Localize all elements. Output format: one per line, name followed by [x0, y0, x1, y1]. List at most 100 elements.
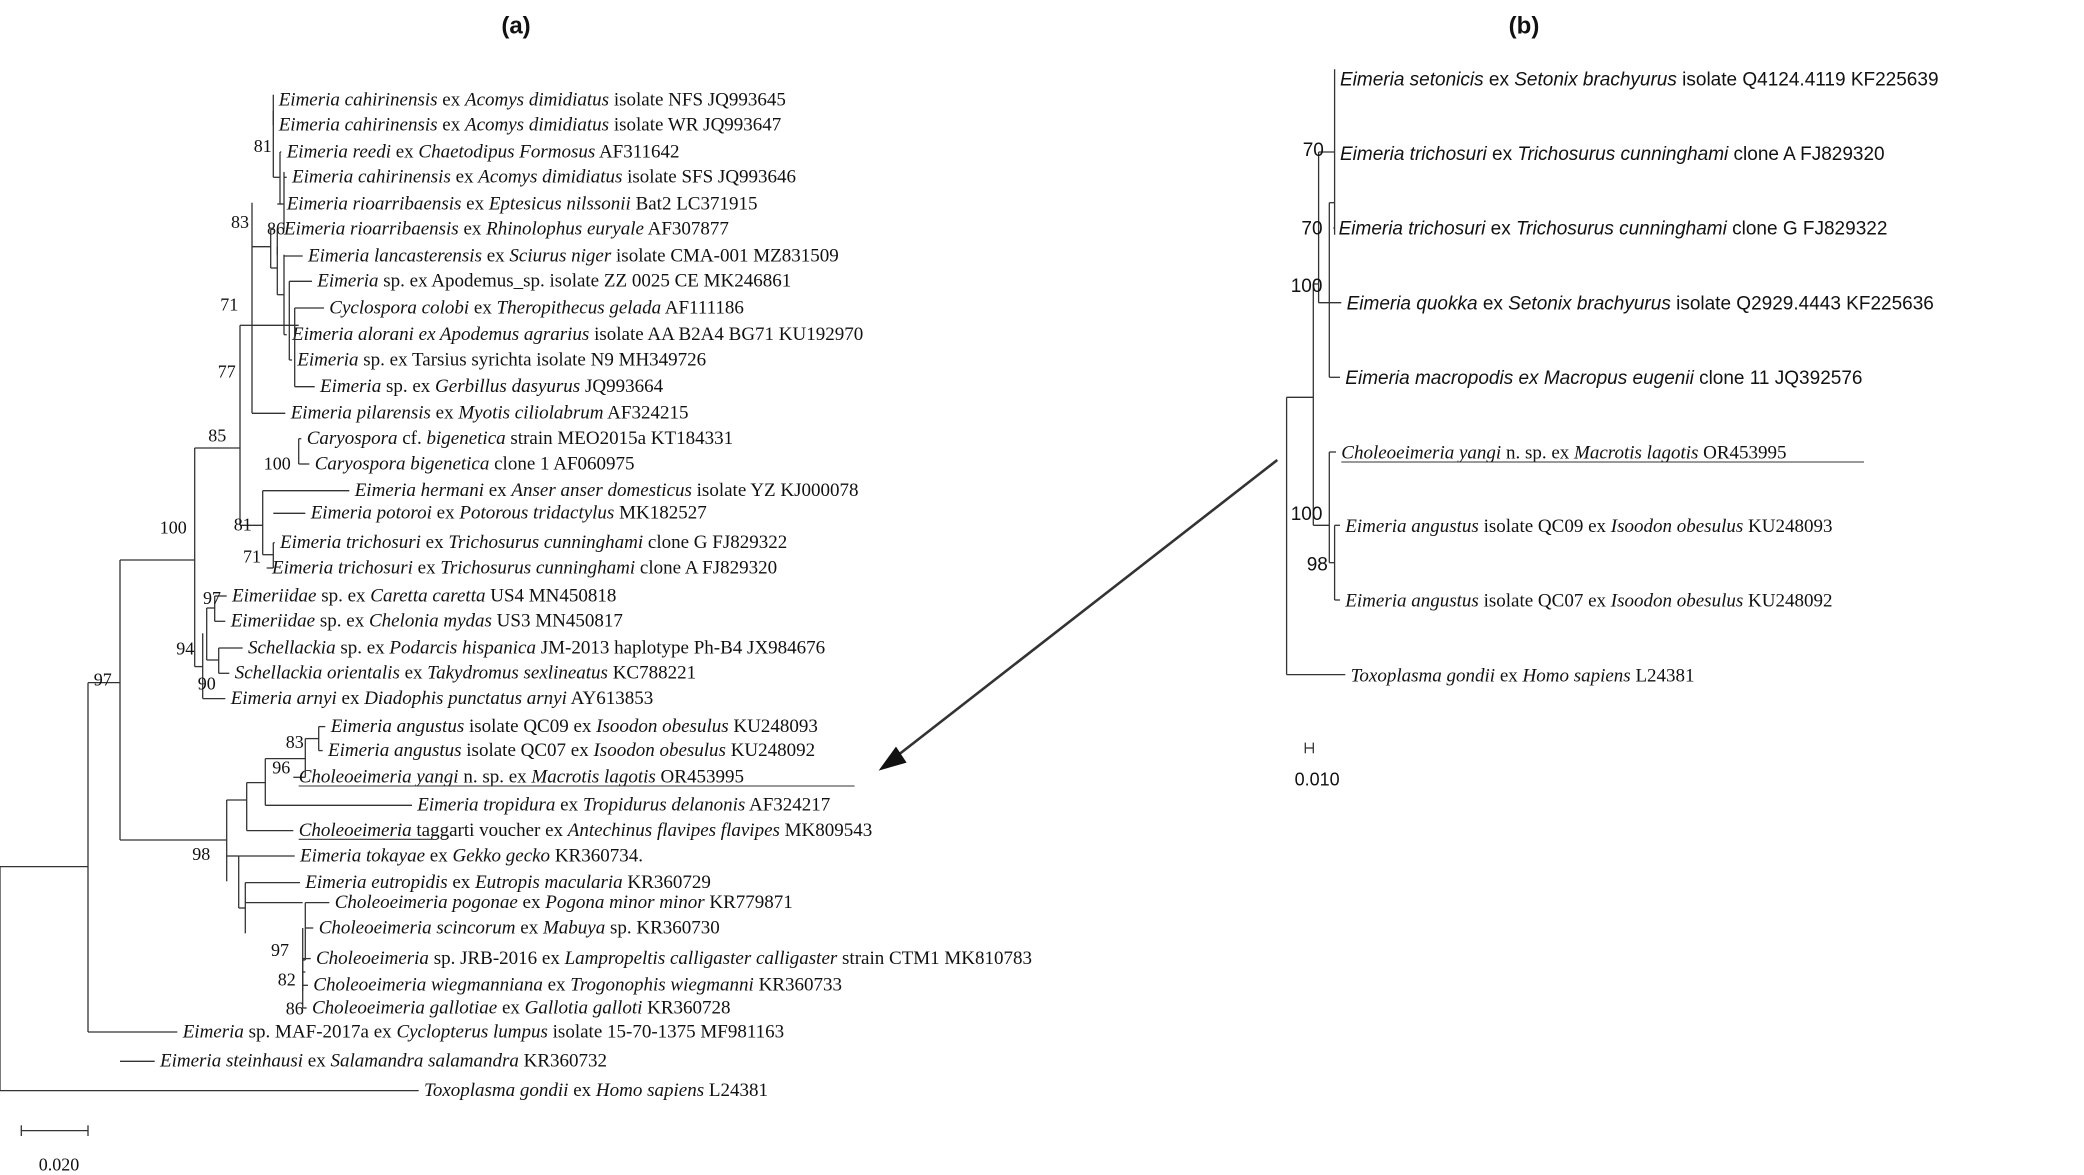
leaf-label-part: ex	[482, 245, 509, 266]
tree-b-leaf-label: Eimeria trichosuri ex Trichosurus cunnin…	[1339, 219, 1888, 240]
leaf-label-part: sp. ex	[336, 637, 390, 658]
leaf-label-part: Sciurus niger	[509, 245, 611, 266]
leaf-label-part: KR360732	[519, 1051, 607, 1072]
leaf-label-part: Podarcis hispanica	[388, 637, 536, 658]
leaf-label-part: Choleoeimeria	[316, 948, 429, 969]
leaf-label-part: ex	[451, 167, 478, 188]
tree-a-leaf-label: Eimeria angustus isolate QC07 ex Isoodon…	[327, 740, 815, 761]
tree-a-leaf-label: Eimeria cahirinensis ex Acomys dimidiatu…	[278, 115, 782, 136]
leaf-label-part: Antechinus flavipes flavipes	[566, 820, 780, 841]
tree-b-leaf-label: Toxoplasma gondii ex Homo sapiens L24381	[1351, 665, 1695, 686]
leaf-label-part: Cyclopterus lumpus	[396, 1021, 547, 1042]
tree-a-bootstrap-value: 90	[198, 673, 216, 693]
leaf-label-part: Setonix brachyurus	[1508, 293, 1671, 314]
leaf-label-part: Schellackia	[248, 637, 336, 658]
tree-a-leaf-label: Eimeria lancasterensis ex Sciurus niger …	[307, 245, 839, 266]
leaf-label-part: isolate Q2929.4443 KF225636	[1671, 293, 1934, 314]
tree-a-leaf-label: Schellackia orientalis ex Takydromus sex…	[235, 663, 696, 684]
tree-a-bootstrap-value: 98	[192, 844, 210, 864]
tree-a-leaf-label: Eimeria tropidura ex Tropidurus delanoni…	[416, 795, 830, 816]
tree-a-bootstrap-value: 81	[254, 136, 272, 156]
tree-a-leaf-label: Schellackia sp. ex Podarcis hispanica JM…	[248, 637, 825, 658]
leaf-label-part: sp. ex Apodemus_sp. isolate ZZ 0025 CE M…	[379, 271, 792, 292]
leaf-label-part: ex	[461, 193, 488, 214]
leaf-label-part: AY613853	[567, 688, 653, 709]
leaf-label-part: KU248093	[729, 716, 818, 737]
leaf-label-part: Choleoeimeria gallotiae	[312, 997, 497, 1018]
tree-a-bootstrap-value: 81	[234, 515, 252, 535]
tree-a-bootstrap-value: 71	[220, 295, 238, 315]
leaf-label-part: Choleoeimeria	[299, 820, 412, 841]
tree-b-bootstrap-value: 70	[1301, 219, 1322, 240]
leaf-label-part: Diadophis punctatus arnyi	[363, 688, 567, 709]
leaf-label-part: ex	[337, 688, 364, 709]
leaf-label-part: Eutropis macularia	[474, 872, 623, 893]
tree-a-leaf-label: Eimeria alorani ex Apodemus agrarius iso…	[291, 324, 863, 345]
tree-a-leaf-label: Eimeria sp. ex Apodemus_sp. isolate ZZ 0…	[316, 271, 791, 292]
leaf-label-part: Eimeria reedi	[286, 141, 391, 162]
leaf-label-part: Eimeria trichosuri	[271, 557, 413, 578]
leaf-label-part: ex	[1495, 665, 1522, 686]
leaf-label-part: Eimeria	[182, 1021, 244, 1042]
leaf-label-part: Salamandra salamandra	[330, 1051, 518, 1072]
leaf-label-part: sp. ex Tarsius syrichta isolate N9 MH349…	[359, 349, 707, 370]
leaf-label-part: isolate WR JQ993647	[609, 115, 781, 136]
tree-a-leaf-label: Eimeria sp. ex Tarsius syrichta isolate …	[296, 349, 706, 370]
leaf-label-part: Eimeria cahirinensis	[278, 89, 438, 110]
tree-b-leaf-label: Eimeria trichosuri ex Trichosurus cunnin…	[1340, 144, 1885, 165]
leaf-label-part: strain CTM1 MK810783	[837, 948, 1032, 969]
leaf-label-part: Eimeria steinhausi	[159, 1051, 303, 1072]
leaf-label-part: ex	[543, 975, 570, 996]
tree-a-leaf-label: Eimeria arnyi ex Diadophis punctatus arn…	[230, 688, 654, 709]
leaf-label-part: Acomys dimidiatus	[463, 115, 609, 136]
leaf-label-part: US3 MN450817	[492, 611, 623, 632]
leaf-label-part: ex	[431, 403, 458, 424]
tree-a-leaf-label: Eimeria pilarensis ex Myotis ciliolabrum…	[290, 403, 689, 424]
leaf-label-part: ex	[1478, 293, 1509, 314]
leaf-label-part: AF324217	[745, 795, 830, 816]
leaf-label-part: Isoodon obesulus	[595, 716, 728, 737]
leaf-label-part: Macrotis lagotis	[1573, 443, 1698, 464]
leaf-label-part: Choleoeimeria scincorum	[319, 917, 516, 938]
tree-a-leaf-label: Toxoplasma gondii ex Homo sapiens L24381	[424, 1080, 768, 1101]
tree-a-bootstrap-value: 100	[160, 517, 187, 537]
leaf-label-part: MK182527	[614, 503, 706, 524]
tree-a-leaf-label: Eimeria hermani ex Anser anser domesticu…	[354, 480, 859, 501]
leaf-label-part: Acomys dimidiatus	[476, 167, 622, 188]
leaf-label-part: strain MEO2015a KT184331	[506, 428, 733, 449]
leaf-label-part: Eimeria	[296, 349, 358, 370]
tree-b-leaf-label: Eimeria setonicis ex Setonix brachyurus …	[1340, 69, 1939, 90]
tree-a-leaf-label: Choleoeimeria sp. JRB-2016 ex Lampropelt…	[316, 948, 1032, 969]
tree-a-bootstrap-value: 97	[203, 588, 221, 608]
leaf-label-part: isolate SFS JQ993646	[622, 167, 796, 188]
leaf-label-part: Eimeriidae	[231, 585, 316, 606]
leaf-label-part: clone A FJ829320	[1728, 144, 1884, 165]
leaf-label-part: Eimeria tropidura	[416, 795, 555, 816]
leaf-label-part: ex	[484, 480, 511, 501]
leaf-label-part: KR360729	[623, 872, 711, 893]
tree-a-leaf-label: Eimeria reedi ex Chaetodipus Formosus AF…	[286, 141, 680, 162]
leaf-label-part: Eimeria rioarribaensis	[283, 219, 459, 240]
leaf-label-part: isolate CMA-001 MZ831509	[611, 245, 838, 266]
leaf-label-part: Eimeria lancasterensis	[307, 245, 482, 266]
leaf-label-part: ex	[497, 997, 524, 1018]
leaf-label-part: n. sp. ex	[459, 767, 532, 788]
leaf-label-part: Eimeria angustus	[327, 740, 462, 761]
leaf-label-part: ex	[518, 892, 545, 913]
leaf-label-part: JM-2013 haplotype Ph-B4 JX984676	[536, 637, 825, 658]
leaf-label-part: KR360734.	[550, 845, 643, 866]
tree-a-bootstrap-value: 94	[176, 639, 194, 659]
leaf-label-part: Eimeria angustus	[330, 716, 465, 737]
leaf-label-part: Trichosurus cunninghami	[440, 557, 635, 578]
leaf-label-part: Isoodon obesulus	[1610, 516, 1743, 537]
leaf-label-part: Homo sapiens	[1522, 665, 1631, 686]
leaf-label-part: cf.	[397, 428, 426, 449]
leaf-label-part: ex	[555, 795, 582, 816]
leaf-label-part: ex	[516, 917, 543, 938]
tree-a-bootstrap-value: 85	[208, 425, 226, 445]
leaf-label-part: ex	[1487, 144, 1518, 165]
leaf-label-part: ex	[1484, 69, 1515, 90]
leaf-label-part: Eimeria	[319, 376, 381, 397]
